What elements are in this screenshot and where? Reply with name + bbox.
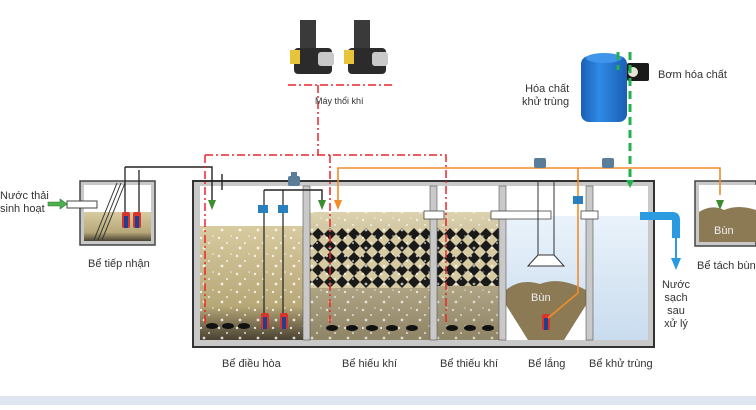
effluent-label-line3: sau <box>667 305 685 317</box>
tank-label-settling: Bể lắng <box>528 358 566 370</box>
water-lines <box>125 166 323 200</box>
influent-arrow-icon <box>47 198 68 210</box>
pump-icon <box>122 212 141 228</box>
effluent-label-line4: xử lý <box>664 318 688 330</box>
tank-label-anoxic: Bể thiếu khí <box>440 358 499 370</box>
outlet-pipe <box>640 212 681 270</box>
effluent-label: Nước sạch sau xử lý <box>661 279 691 331</box>
tank-label-equalization: Bể điều hòa <box>222 358 281 370</box>
green-arrow-icon <box>208 200 724 210</box>
effluent-label-line2: sạch <box>664 292 688 304</box>
tank-label-disinfection: Bể khử trùng <box>589 358 653 370</box>
anoxic-mixers <box>446 325 494 331</box>
chemical-tank-icon <box>581 53 627 122</box>
tank-label-sludge: Bể tách bùn <box>697 260 756 272</box>
effluent-label-line1: Nước <box>661 279 691 291</box>
chem-pump-label: Bơm hóa chất <box>658 69 727 81</box>
settling-sludge-label: Bùn <box>531 292 551 304</box>
influent-label: Nước thải sinh hoạt <box>0 190 49 216</box>
sludge-tank <box>694 180 756 247</box>
valve-icon <box>258 158 614 213</box>
tank-label-receiving: Bể tiếp nhận <box>88 258 150 270</box>
influent-label-line1: Nước thải <box>0 190 49 202</box>
bottom-strip <box>0 396 756 405</box>
chemical-line <box>616 52 632 185</box>
air-lines <box>204 84 447 325</box>
chem-tank-label-line1: Hóa chất <box>525 83 570 95</box>
air-blower-icon <box>290 20 388 74</box>
receiving-tank <box>66 167 156 246</box>
sludge-return-lines <box>337 167 721 319</box>
chem-tank-label-line2: khử trùng <box>522 96 570 108</box>
blower-label: Máy thổi khí <box>315 96 364 106</box>
sludge-tank-content-label: Bùn <box>714 225 734 237</box>
influent-label-line2: sinh hoạt <box>0 203 45 215</box>
chem-tank-label: Hóa chất khử trùng <box>522 83 569 109</box>
tank-label-aerobic: Bể hiếu khí <box>342 358 398 370</box>
